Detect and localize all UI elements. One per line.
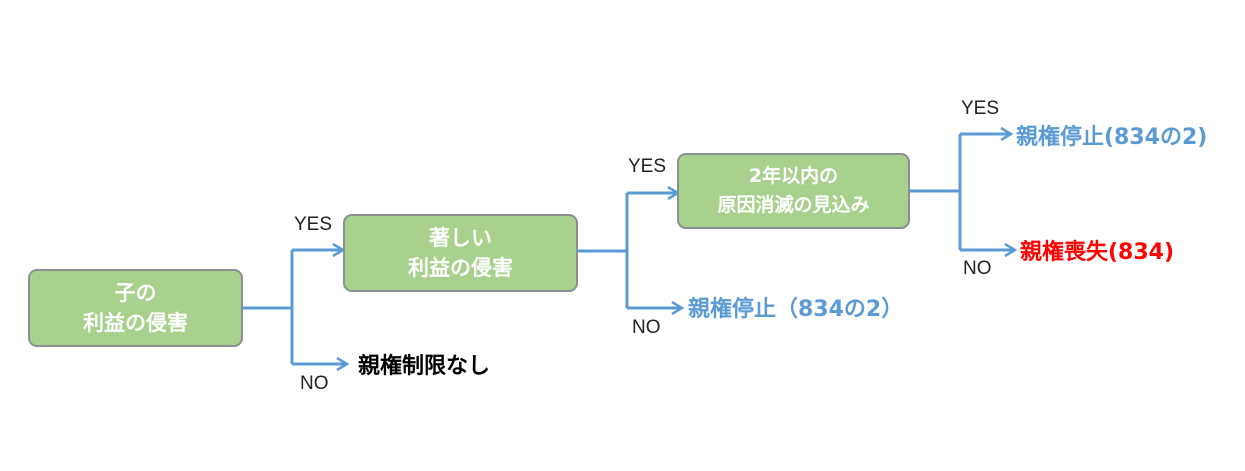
outcome-suspension-top: 親権停止(834の2) bbox=[1016, 125, 1208, 150]
outcome-suspension-mid: 親権停止（834の2） bbox=[688, 297, 904, 322]
node-child-interest-line2: 利益の侵害 bbox=[83, 311, 188, 335]
no-label-n2: NO bbox=[632, 317, 661, 338]
yes-label-n3: YES bbox=[961, 98, 1000, 119]
node-child-interest-infringement: 子の 利益の侵害 bbox=[28, 269, 243, 347]
node-cause-elimination-outlook: 2年以内の 原因消滅の見込み bbox=[677, 153, 910, 229]
node-child-interest-line1: 子の bbox=[114, 281, 157, 305]
outcome-no-restriction: 親権制限なし bbox=[358, 354, 491, 379]
yes-label-n1: YES bbox=[294, 214, 333, 235]
outcome-forfeiture: 親権喪失(834) bbox=[1020, 240, 1175, 265]
no-label-n1: NO bbox=[300, 373, 329, 394]
node-cause-elimination-line2: 原因消滅の見込み bbox=[717, 194, 870, 216]
node-serious-infringement-line2: 利益の侵害 bbox=[408, 256, 513, 280]
node-serious-infringement-line1: 著しい bbox=[429, 226, 492, 250]
yes-label-n2: YES bbox=[628, 156, 667, 177]
node-cause-elimination-line1: 2年以内の bbox=[748, 165, 839, 187]
node-serious-infringement: 著しい 利益の侵害 bbox=[343, 214, 578, 292]
no-label-n3: NO bbox=[963, 258, 992, 279]
